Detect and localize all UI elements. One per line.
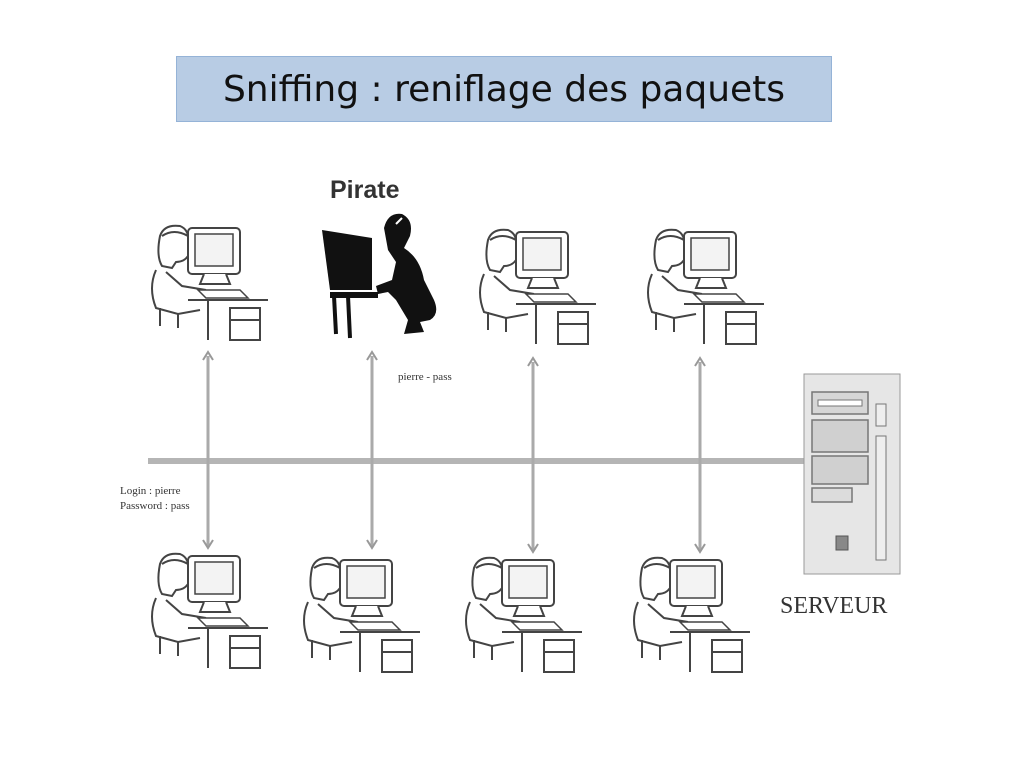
password-label: Password : pass: [120, 500, 190, 512]
arrow-up-down-icon: [202, 351, 706, 553]
server-tower-icon: [803, 373, 901, 575]
user-workstation-icon: [479, 228, 597, 345]
sniffed-credentials-label: pierre - pass: [398, 371, 452, 383]
title-box: Sniffing : reniflage des paquets: [176, 56, 832, 122]
server-label: SERVEUR: [780, 593, 887, 619]
user-workstation-icon: [303, 556, 421, 673]
pirate-hacker-icon: [322, 213, 437, 339]
user-workstation-icon: [151, 224, 269, 341]
login-label: Login : pierre: [120, 485, 181, 497]
user-workstation-icon: [151, 552, 269, 669]
pirate-label: Pirate: [330, 176, 400, 204]
user-workstation-icon: [647, 228, 765, 345]
user-workstation-icon: [465, 556, 583, 673]
slide-title: Sniffing : reniflage des paquets: [222, 68, 786, 110]
user-workstation-icon: [633, 556, 751, 673]
network-links: [206, 356, 702, 550]
